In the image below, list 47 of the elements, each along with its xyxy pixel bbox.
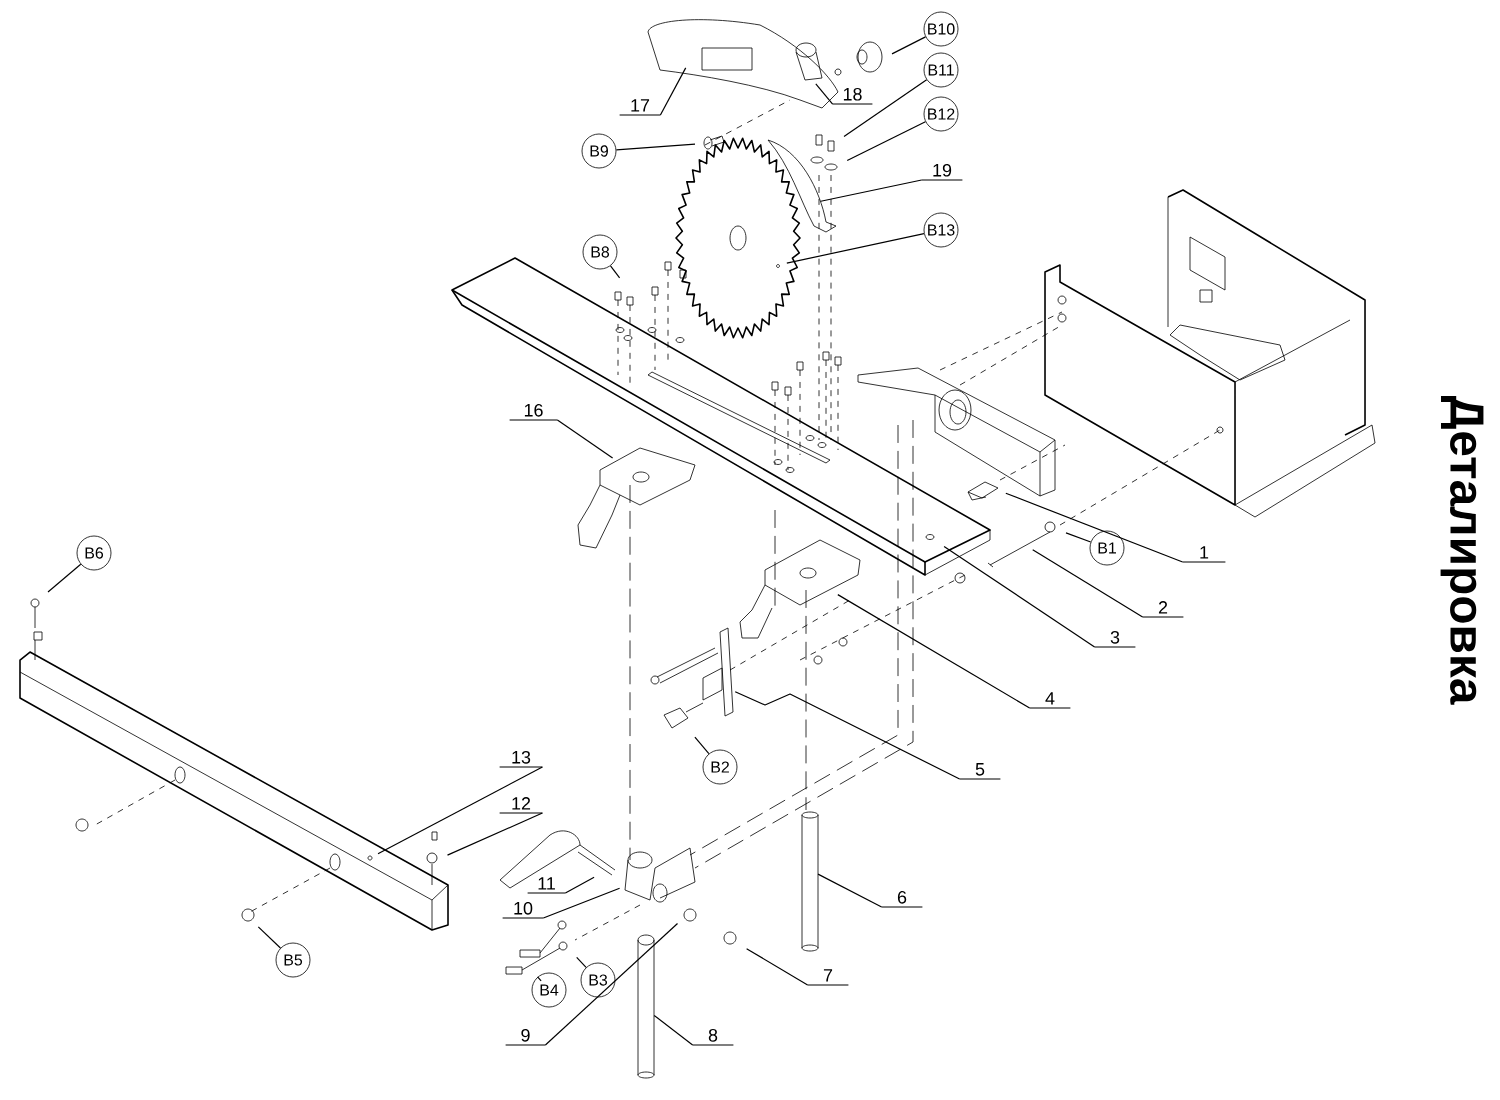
leader-line: [1005, 492, 1184, 563]
callout-number: 6: [881, 890, 923, 908]
leader-line: [746, 948, 809, 986]
leader-line: [653, 1014, 694, 1046]
leader-line: [47, 563, 82, 593]
leader-line: [615, 143, 696, 151]
title: Деталировка: [1440, 396, 1484, 705]
callout-number: 10: [502, 901, 544, 919]
callout-number: 19: [921, 163, 963, 181]
leader-line: [891, 36, 927, 55]
leader-line: [544, 922, 679, 1046]
callout-number: 2: [1142, 601, 1184, 618]
leader-line: [446, 812, 543, 856]
leader-line: [943, 545, 1096, 648]
leader-line: [1065, 532, 1092, 543]
leader-line: [846, 121, 926, 162]
leader-line: [786, 233, 925, 264]
callout-number: 18: [832, 87, 873, 105]
leader-line: [659, 67, 687, 116]
callout-number: 16: [509, 403, 558, 421]
callout-number: 17: [619, 99, 661, 116]
leader-line: [843, 79, 928, 137]
callout-number: 9: [505, 1028, 546, 1046]
leader-line: [837, 594, 1031, 709]
leader-line: [820, 179, 923, 202]
callout-number: 4: [1029, 692, 1071, 709]
callout-number: 7: [807, 969, 849, 986]
callout-number: 1: [1182, 546, 1226, 563]
leader-line: [734, 691, 961, 780]
callout-number: 8: [692, 1028, 734, 1046]
callout-number: 12: [499, 797, 543, 814]
callout-number: 5: [959, 763, 1001, 780]
leader-line: [609, 265, 621, 279]
callout-number: 13: [499, 750, 543, 768]
leader-line: [537, 976, 542, 982]
leader-line: [257, 926, 282, 949]
leader-line: [576, 956, 587, 968]
callout-number: 3: [1094, 630, 1136, 648]
callout-number: 11: [527, 877, 566, 894]
leader-line: [815, 83, 834, 105]
leader-line: [817, 873, 883, 908]
leader-line: [556, 419, 614, 459]
leader-line: [694, 736, 710, 755]
leader-line: [377, 766, 543, 855]
leader-line: [1032, 549, 1144, 618]
leader-line: [542, 887, 621, 919]
leader-line: [564, 876, 595, 894]
